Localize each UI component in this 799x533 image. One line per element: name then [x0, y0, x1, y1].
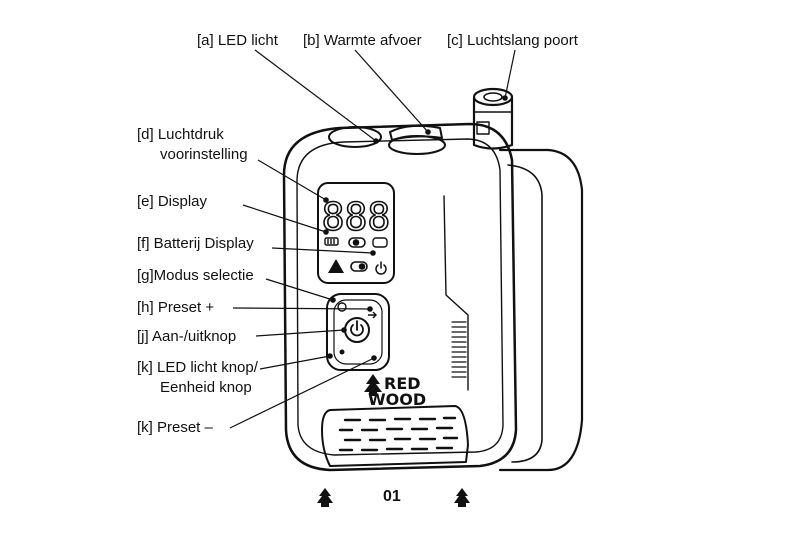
label-preset-plus: [h] Preset +: [137, 299, 215, 316]
pump-back-body: [498, 148, 584, 472]
sup-mode-icon: [350, 261, 368, 272]
page-number: 01: [383, 488, 401, 505]
mode-toggle-icon: [348, 237, 366, 248]
label-led-light: [a] LED licht: [197, 32, 278, 49]
bottom-grille: [321, 405, 469, 467]
control-pad: [326, 293, 390, 371]
side-vent-line: [443, 195, 469, 391]
label-pressure-preset-1: [d] Luchtdruk: [137, 126, 224, 143]
label-display: [e] Display: [137, 193, 208, 210]
label-power-button: [j] Aan-/uitknop: [137, 328, 237, 345]
unit-icon: [339, 349, 345, 355]
label-hose-port: [c] Luchtslang poort: [447, 32, 578, 49]
label-battery-display: [f] Batterij Display: [137, 235, 254, 252]
leader-lines: [229, 49, 516, 429]
led-light-hole: [328, 126, 382, 148]
brand-line2: WOOD: [368, 390, 426, 409]
hose-port: [472, 96, 514, 150]
hose-port-top: [472, 87, 514, 107]
battery-icon: [324, 237, 339, 246]
power-small-icon: [375, 261, 387, 275]
pump-front-inner: [296, 138, 504, 456]
led-sun-icon: [337, 302, 347, 312]
footer-tree-right-icon: [454, 488, 470, 507]
label-pressure-preset-2: voorinstelling: [160, 146, 248, 163]
mountain-icon: [328, 259, 344, 273]
label-led-unit-button-1: [k] LED licht knop/: [137, 359, 258, 376]
display-digits: 888: [322, 195, 391, 239]
tree-icon: [364, 374, 382, 396]
pump-side-panel: [507, 164, 543, 463]
arrow-right-icon: [368, 311, 377, 319]
brand-line1: RED: [384, 374, 421, 393]
side-vent-slots: [451, 321, 467, 378]
label-mode-select: [g]Modus selectie: [137, 267, 254, 284]
heat-vent-grille: [389, 124, 443, 141]
footer-tree-left-icon: [317, 488, 333, 507]
label-led-unit-button-2: Eenheid knop: [160, 379, 252, 396]
display-panel: [317, 182, 395, 284]
power-icon: [350, 320, 364, 337]
bottom-grille-slots: [338, 416, 459, 452]
label-heat-vent: [b] Warmte afvoer: [303, 32, 422, 49]
preset-indicator-icon: [372, 237, 388, 248]
leader-dots: [323, 95, 508, 361]
label-preset-minus: [k] Preset –: [137, 419, 213, 436]
pump-front-body: [282, 122, 518, 472]
